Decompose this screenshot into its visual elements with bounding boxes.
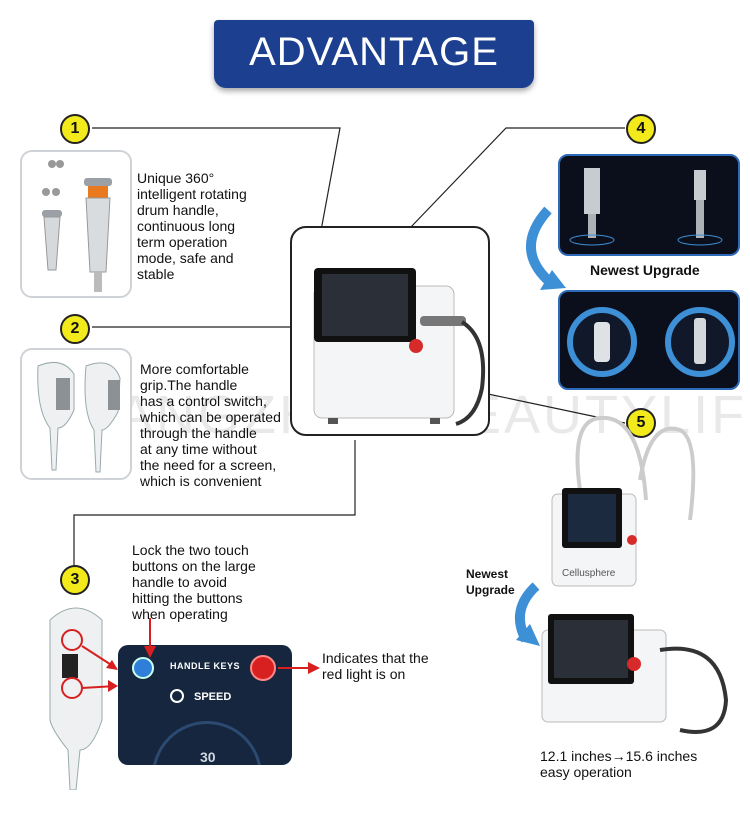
upgrade-arrow-4 xyxy=(526,206,566,290)
old-handles-illustration xyxy=(569,168,723,246)
grip-handle-panel xyxy=(20,348,132,480)
page-title: ADVANTAGE xyxy=(249,30,499,74)
feature-1-text: Unique 360° intelligent rotating drum ha… xyxy=(137,170,247,282)
upgrade-5-illustration xyxy=(515,415,729,734)
grip-handle-illustration xyxy=(37,361,121,473)
upgrade-label-5: Newest Upgrade xyxy=(466,567,515,597)
step-badge-2: 2 xyxy=(60,314,90,344)
feature-2-text: More comfortable grip.The handle has a c… xyxy=(140,361,281,489)
handle-keys-title: HANDLE KEYS xyxy=(170,661,241,671)
drum-handle-panel xyxy=(20,150,132,298)
large-handle-illustration xyxy=(49,607,103,790)
step-badge-1: 1 xyxy=(60,114,90,144)
red-arrows xyxy=(81,618,320,692)
new-handles-illustration xyxy=(567,307,735,377)
step-badge-4: 4 xyxy=(626,114,656,144)
speed-label: SPEED xyxy=(194,691,232,703)
red-light-icon[interactable] xyxy=(250,655,276,681)
large-handle-image xyxy=(40,600,112,790)
upgrade-before-panel xyxy=(558,154,740,256)
speed-value: 30 xyxy=(200,749,216,765)
feature-3-text: Lock the two touch buttons on the large … xyxy=(132,542,256,622)
lock-button-icon[interactable] xyxy=(132,657,154,679)
upgrade-label-4: Newest Upgrade xyxy=(590,262,700,278)
screen-upgrade-caption: 12.1 inches→15.6 inches easy operation xyxy=(540,748,698,780)
device-brand-label: Cellusphere xyxy=(562,568,616,579)
red-light-note: Indicates that the red light is on xyxy=(322,650,429,682)
speed-icon xyxy=(170,689,184,703)
step-badge-3: 3 xyxy=(60,565,90,595)
drum-handle-illustration xyxy=(42,160,112,292)
machine-illustration xyxy=(313,268,486,426)
main-machine-frame xyxy=(290,226,490,436)
header-banner: ADVANTAGE xyxy=(214,20,534,88)
handle-keys-panel: HANDLE KEYS SPEED 30 xyxy=(118,645,292,765)
upgrade-after-panel xyxy=(558,290,740,390)
